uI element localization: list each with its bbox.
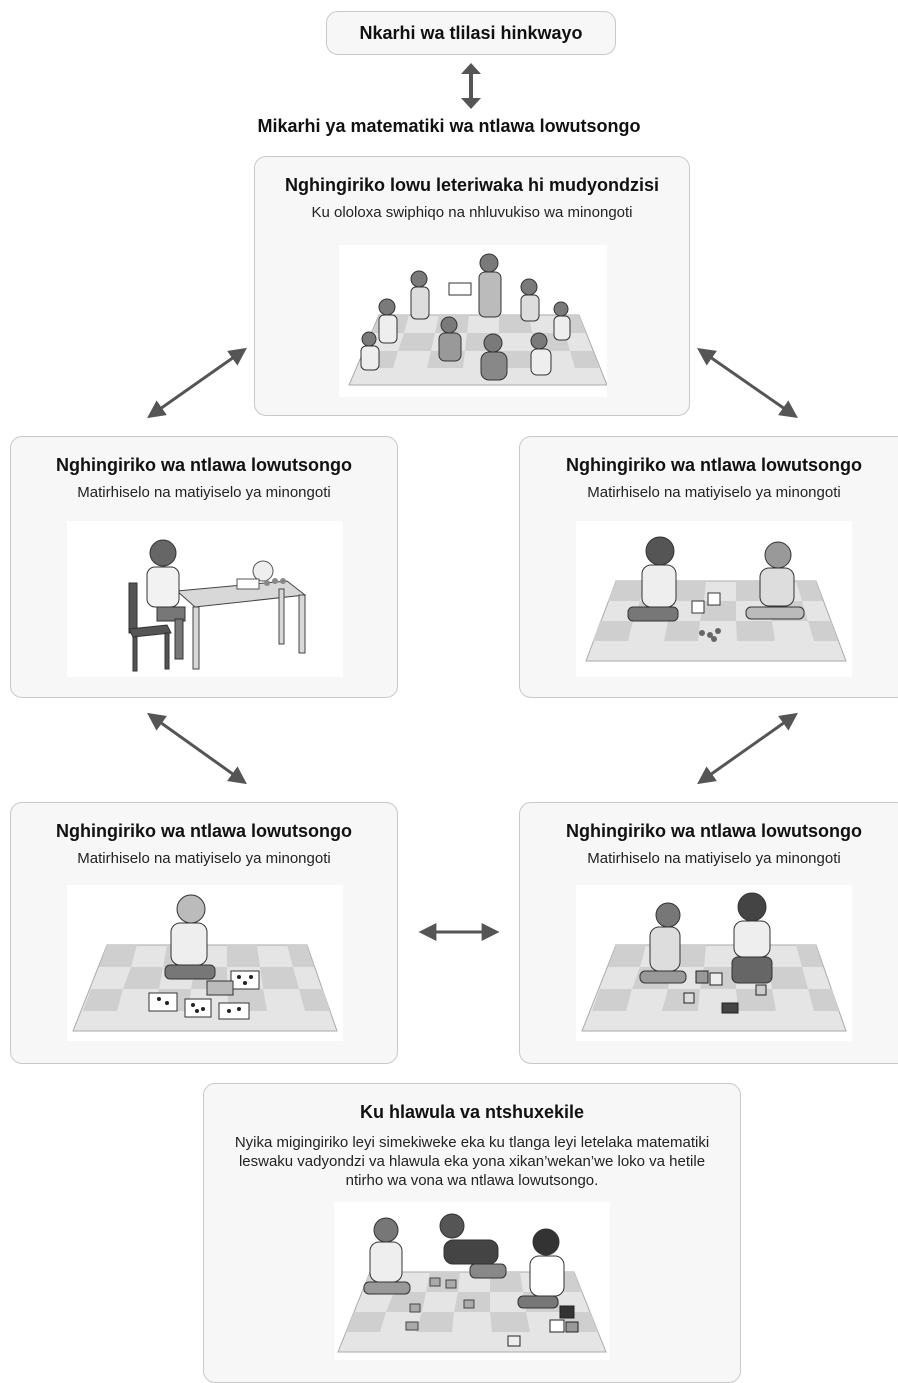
free-choice-text: Nyika migingiriko leyi simekiweke eka ku… (234, 1134, 710, 1189)
group-activity-subtitle-3: Matirhiselo na matiyiselo ya minongoti (77, 850, 331, 867)
counting-tray-icon (264, 578, 286, 586)
puzzle-pieces-icon (405, 1277, 475, 1331)
teacher-group-illustration (339, 245, 607, 397)
group-activity-box-4: Nghingiriko wa ntlawa lowutsongo Matirhi… (519, 802, 898, 1064)
counters-icon (699, 628, 721, 642)
group-activity-title-4: Nghingiriko wa ntlawa lowutsongo (566, 821, 862, 841)
two-children-dice-illustration (576, 521, 852, 677)
teacher-activity-box: Nghingiriko lowu leteriwaka hi mudyondzi… (254, 156, 690, 416)
child-at-desk-illustration (67, 521, 343, 677)
group-activity-subtitle-2: Matirhiselo na matiyiselo ya minongoti (587, 484, 841, 501)
arrow-right-vertical (697, 712, 798, 785)
desk-icon (175, 580, 307, 670)
teacher-activity-title: Nghingiriko lowu leteriwaka hi mudyondzi… (284, 175, 660, 195)
double-arrow-vertical-icon (461, 63, 481, 109)
chair-icon (128, 582, 172, 672)
arrow-left-vertical (147, 712, 247, 785)
whole-class-time-box: Nkarhi wa tlilasi hinkwayo (326, 11, 616, 55)
group-activity-title-3: Nghingiriko wa ntlawa lowutsongo (56, 821, 352, 841)
teacher-activity-subtitle: Ku ololoxa swiphiqo na nhluvukiso wa min… (311, 204, 633, 221)
group-activity-subtitle-4: Matirhiselo na matiyiselo ya minongoti (587, 850, 841, 867)
free-choice-title: Ku hlawula va ntshuxekile (359, 1102, 585, 1122)
blocks-icon (507, 1305, 579, 1347)
group-activity-box-1: Nghingiriko wa ntlawa lowutsongo Matirhi… (10, 436, 398, 698)
group-activity-box-3: Nghingiriko wa ntlawa lowutsongo Matirhi… (10, 802, 398, 1064)
group-activity-title-1: Nghingiriko wa ntlawa lowutsongo (56, 455, 352, 475)
group-activity-subtitle-1: Matirhiselo na matiyiselo ya minongoti (77, 484, 331, 501)
arrow-teacher-right (697, 347, 798, 419)
two-children-blocks-illustration (576, 885, 852, 1041)
arrow-teacher-left (147, 347, 247, 419)
child-dot-cards-illustration (67, 885, 343, 1041)
small-group-time-heading: Mikarhi ya matematiki wa ntlawa lowutson… (257, 116, 641, 136)
child-figure-icon (146, 539, 186, 660)
group-activity-box-2: Nghingiriko wa ntlawa lowutsongo Matirhi… (519, 436, 898, 698)
three-children-play-illustration (334, 1202, 610, 1360)
dice-icon (691, 592, 721, 614)
group-activity-title-2: Nghingiriko wa ntlawa lowutsongo (566, 455, 862, 475)
free-choice-box: Ku hlawula va ntshuxekile Nyika migingir… (203, 1083, 741, 1383)
blocks-icon (683, 970, 767, 1014)
whole-class-time-label: Nkarhi wa tlilasi hinkwayo (359, 22, 583, 43)
